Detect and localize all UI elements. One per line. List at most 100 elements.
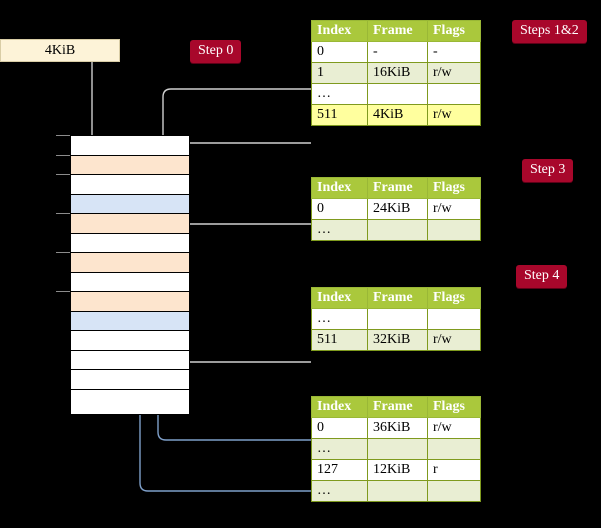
table-cell: [427, 480, 481, 502]
table-cell: [427, 83, 481, 105]
badge-step3-label: Step 3: [530, 162, 566, 177]
wire-step4-l2-to-memory: [170, 268, 311, 363]
memory-frame-row: [71, 253, 189, 273]
table-cell: [367, 308, 428, 330]
column-header-flags: Flags: [427, 20, 481, 42]
badge-steps-1-and-2: Steps 1&2: [512, 20, 587, 43]
table-cell: 0: [311, 417, 368, 439]
badge-step4-label: Step 4: [524, 268, 560, 283]
table-cell: …: [311, 219, 368, 241]
table-cell: 32KiB: [367, 329, 428, 351]
table-cell: [367, 219, 428, 241]
memory-frame-row: [71, 136, 189, 156]
memory-row-tick: [56, 135, 70, 136]
memory-frame-row: [71, 175, 189, 195]
table-row: 0--: [311, 41, 481, 63]
source-frame-box: 4KiB: [0, 39, 120, 62]
table-cell: r/w: [427, 329, 481, 351]
table-cell: [367, 438, 428, 460]
column-header-flags: Flags: [427, 396, 481, 418]
table-cell: 24KiB: [367, 198, 428, 220]
table-cell: 12KiB: [367, 459, 428, 481]
badge-step0: Step 0: [190, 40, 242, 63]
table-cell: r/w: [427, 198, 481, 220]
table-cell: r/w: [427, 62, 481, 84]
wire-step2-memory-to-l4-511: [176, 142, 311, 234]
badge-step0-label: Step 0: [198, 43, 234, 58]
memory-frame-row: [71, 350, 189, 370]
column-header-flags: Flags: [427, 287, 481, 309]
table-cell: r/w: [427, 417, 481, 439]
table-cell: 16KiB: [367, 62, 428, 84]
table-row: …: [311, 438, 481, 460]
table-row: …: [311, 83, 481, 105]
table-cell: 36KiB: [367, 417, 428, 439]
table-cell: [427, 308, 481, 330]
table-cell: 511: [311, 104, 368, 126]
table-cell: [427, 219, 481, 241]
memory-frame-row: [71, 155, 189, 175]
memory-row-tick: [56, 291, 70, 292]
memory-frame-row: [71, 233, 189, 253]
table-cell: …: [311, 308, 368, 330]
badge-step3: Step 3: [522, 159, 574, 182]
column-header-frame: Frame: [367, 20, 428, 42]
physical-memory-column: [70, 135, 190, 415]
column-header-frame: Frame: [367, 177, 428, 199]
memory-frame-row: [71, 194, 189, 214]
table-row: …: [311, 219, 481, 241]
column-header-index: Index: [311, 177, 368, 199]
memory-frame-row: [71, 272, 189, 292]
memory-row-tick: [56, 252, 70, 253]
source-frame-label: 4KiB: [44, 43, 76, 58]
table-cell: [427, 438, 481, 460]
memory-frame-row: [71, 311, 189, 331]
column-header-index: Index: [311, 287, 368, 309]
table-cell: …: [311, 480, 368, 502]
badge-step4: Step 4: [516, 265, 568, 288]
table-row: …: [311, 480, 481, 502]
table-cell: 1: [311, 62, 368, 84]
table-cell: 0: [311, 41, 368, 63]
badge-steps-1-and-2-label: Steps 1&2: [520, 23, 579, 38]
memory-frame-row: [71, 292, 189, 312]
table-cell: …: [311, 83, 368, 105]
column-header-frame: Frame: [367, 396, 428, 418]
column-header-flags: Flags: [427, 177, 481, 199]
table-cell: 511: [311, 329, 368, 351]
table-row: …: [311, 308, 481, 330]
table-cell: r: [427, 459, 481, 481]
memory-row-tick: [56, 213, 70, 214]
table-cell: -: [427, 41, 481, 63]
memory-frame-row: [71, 389, 189, 409]
memory-frame-row: [71, 214, 189, 234]
column-header-frame: Frame: [367, 287, 428, 309]
table-cell: 127: [311, 459, 368, 481]
table-cell: 4KiB: [367, 104, 428, 126]
memory-frame-row: [71, 370, 189, 390]
memory-frame-row: [71, 331, 189, 351]
table-cell: …: [311, 438, 368, 460]
table-cell: r/w: [427, 104, 481, 126]
table-cell: [367, 480, 428, 502]
memory-row-tick: [56, 154, 70, 156]
column-header-index: Index: [311, 20, 368, 42]
wire-step3-l3-to-memory: [176, 223, 311, 294]
memory-row-tick: [56, 174, 70, 175]
table-cell: 0: [311, 198, 368, 220]
